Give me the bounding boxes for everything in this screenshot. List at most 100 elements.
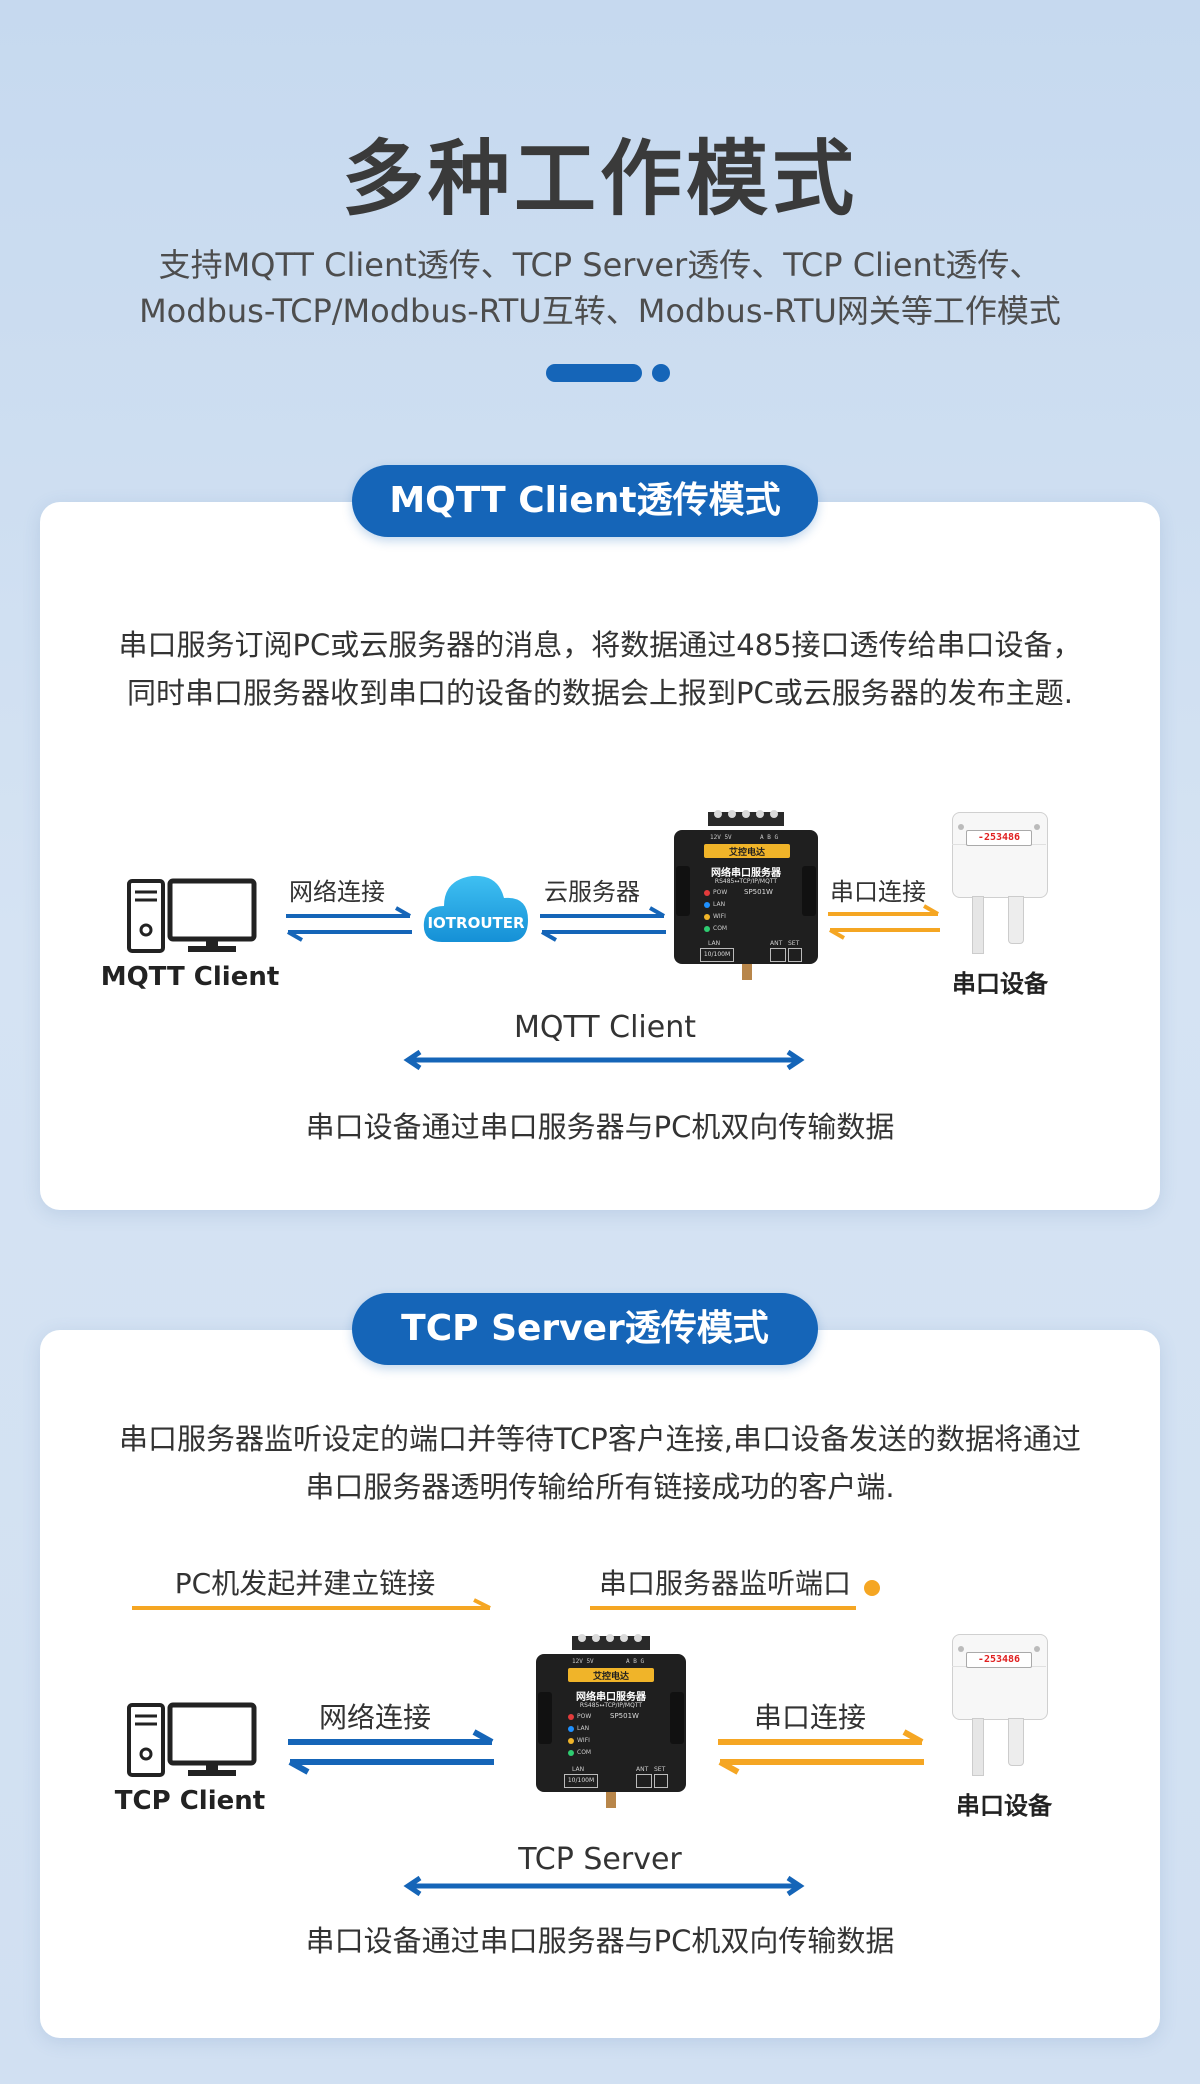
serial-server-mount-left <box>676 866 690 916</box>
page-subtitle-line2: Modbus-TCP/Modbus-RTU互转、Modbus-RTU网关等工作模… <box>139 292 1061 330</box>
port-ant-label: ANT <box>636 1766 649 1773</box>
tcp-arrow-label: TCP Server <box>518 1842 682 1877</box>
mqtt-network-bidirectional-arrow <box>286 906 412 942</box>
serial-server-top-left-text: 12V 5V <box>710 834 732 841</box>
led-pow-label: POW <box>713 889 728 896</box>
sensor-probe <box>1008 896 1024 944</box>
port-lan-label: LAN <box>708 940 721 947</box>
serial-server-device: 12V 5V A B G 艾控电达 网络串口服务器 RS485↔TCP/IP/M… <box>536 1632 686 1810</box>
mqtt-cloud-bidirectional-arrow <box>540 906 666 942</box>
tcp-network-label: 网络连接 <box>318 1701 431 1734</box>
sensor-reading-display: -253486 <box>966 1652 1032 1668</box>
tcp-listen-underline <box>590 1606 856 1610</box>
mqtt-client-label: MQTT Client <box>100 962 280 992</box>
sensor-body <box>952 812 1048 898</box>
mqtt-cloud-server-label: 云服务器 <box>544 878 640 906</box>
serial-server-model: SP501W <box>610 1712 639 1720</box>
port-ant-socket <box>770 948 786 962</box>
sensor-cable <box>972 896 984 954</box>
mqtt-serial-conn-label: 串口连接 <box>830 878 926 906</box>
serial-server-terminal-block <box>572 1634 650 1650</box>
led-com-dot <box>568 1750 574 1756</box>
led-com-label: COM <box>577 1749 592 1756</box>
sensor-screw-left <box>958 824 964 830</box>
tcp-device-label: 串口设备 <box>956 1792 1052 1820</box>
mqtt-device-label: 串口设备 <box>952 970 1048 998</box>
serial-server-brand: 艾控电达 <box>592 1672 629 1682</box>
tcp-pc-init-arrow <box>132 1598 491 1610</box>
serial-server-connector <box>742 964 752 980</box>
iotrouter-cloud-brand: IOTROUTER <box>427 914 525 932</box>
port-set-socket <box>788 948 802 962</box>
title-divider-bar <box>546 364 642 382</box>
led-lan-dot <box>704 902 710 908</box>
led-pow-dot <box>568 1714 574 1720</box>
serial-server-model: SP501W <box>744 888 773 896</box>
sensor-cable <box>972 1718 984 1776</box>
mqtt-desc-line1: 串口服务订阅PC或云服务器的消息，将数据通过485接口透传给串口设备， <box>118 628 1082 662</box>
sensor-screw-right <box>1034 824 1040 830</box>
sensor-probe <box>1008 1718 1024 1766</box>
tcp-serial-conn-label: 串口连接 <box>753 1701 866 1734</box>
serial-server-sub: RS485↔TCP/IP/MQTT <box>579 1702 643 1709</box>
port-lan-speed: 10/100M <box>564 1774 598 1788</box>
mqtt-serial-bidirectional-arrow <box>828 904 940 940</box>
mqtt-network-label: 网络连接 <box>289 878 385 906</box>
tcp-footer-text: 串口设备通过串口服务器与PC机双向传输数据 <box>305 1924 895 1958</box>
mqtt-desc-line2: 同时串口服务器收到串口的设备的数据会上报到PC或云服务器的发布主题. <box>127 676 1073 710</box>
sensor-screw-right <box>1034 1646 1040 1652</box>
pc-computer-icon <box>127 878 257 953</box>
port-set-label: SET <box>788 940 800 947</box>
serial-server-top-right-text: A B G <box>626 1658 645 1665</box>
serial-device-sensor: -253486 <box>952 1634 1048 1778</box>
serial-server-mount-left <box>538 1692 552 1744</box>
port-lan-speed: 10/100M <box>700 948 734 962</box>
serial-server-brand: 艾控电达 <box>728 848 765 858</box>
led-wifi-label: WIFI <box>713 913 726 920</box>
tcp-server-mode-badge: TCP Server透传模式 <box>352 1293 818 1365</box>
serial-server-top-right-text: A B G <box>760 834 779 841</box>
tcp-pc-init-label: PC机发起并建立链接 <box>174 1567 436 1600</box>
pc-computer-icon <box>127 1702 257 1777</box>
tcp-network-bidirectional-arrow <box>288 1729 494 1775</box>
serial-device-sensor: -253486 <box>952 812 1048 956</box>
port-set-label: SET <box>654 1766 666 1773</box>
serial-server-brand-badge <box>704 844 790 858</box>
led-pow-dot <box>704 890 710 896</box>
led-wifi-dot <box>704 914 710 920</box>
page-subtitle-line1: 支持MQTT Client透传、TCP Server透传、TCP Client透… <box>158 246 1042 284</box>
led-wifi-dot <box>568 1738 574 1744</box>
port-ant-socket <box>636 1774 652 1788</box>
serial-server-mount-right <box>802 866 816 916</box>
serial-server-name: 网络串口服务器 <box>711 868 781 879</box>
tcp-desc-line1: 串口服务器监听设定的端口并等待TCP客户连接,串口设备发送的数据将通过 <box>119 1422 1081 1456</box>
led-wifi-label: WIFI <box>577 1737 590 1744</box>
mqtt-footer-text: 串口设备通过串口服务器与PC机双向传输数据 <box>305 1110 895 1144</box>
tcp-desc-line2: 串口服务器透明传输给所有链接成功的客户端. <box>305 1470 895 1504</box>
led-com-dot <box>704 926 710 932</box>
tcp-listen-label: 串口服务器监听端口 <box>598 1567 851 1600</box>
port-ant-label: ANT <box>770 940 783 947</box>
tcp-client-label: TCP Client <box>114 1786 266 1816</box>
mqtt-long-bidirectional-arrow <box>403 1049 805 1071</box>
serial-server-brand-badge <box>568 1668 654 1682</box>
led-lan-dot <box>568 1726 574 1732</box>
led-com-label: COM <box>713 925 728 932</box>
serial-server-name: 网络串口服务器 <box>576 1692 646 1703</box>
sensor-reading-display: -253486 <box>966 830 1032 846</box>
led-pow-label: POW <box>577 1713 592 1720</box>
serial-server-sub: RS485↔TCP/IP/MQTT <box>714 878 778 885</box>
tcp-long-bidirectional-arrow <box>403 1875 805 1897</box>
title-divider-dot <box>652 364 670 382</box>
mqtt-arrow-label: MQTT Client <box>513 1010 696 1045</box>
iotrouter-cloud-icon <box>423 875 528 942</box>
serial-server-top-left-text: 12V 5V <box>572 1658 594 1665</box>
led-lan-label: LAN <box>577 1725 590 1732</box>
tcp-serial-bidirectional-arrow <box>718 1729 924 1775</box>
serial-server-connector <box>606 1792 616 1808</box>
serial-server-mount-right <box>670 1692 684 1744</box>
serial-server-terminal-block <box>708 810 784 826</box>
mqtt-mode-badge: MQTT Client透传模式 <box>352 465 818 537</box>
led-lan-label: LAN <box>713 901 726 908</box>
sensor-body <box>952 1634 1048 1720</box>
